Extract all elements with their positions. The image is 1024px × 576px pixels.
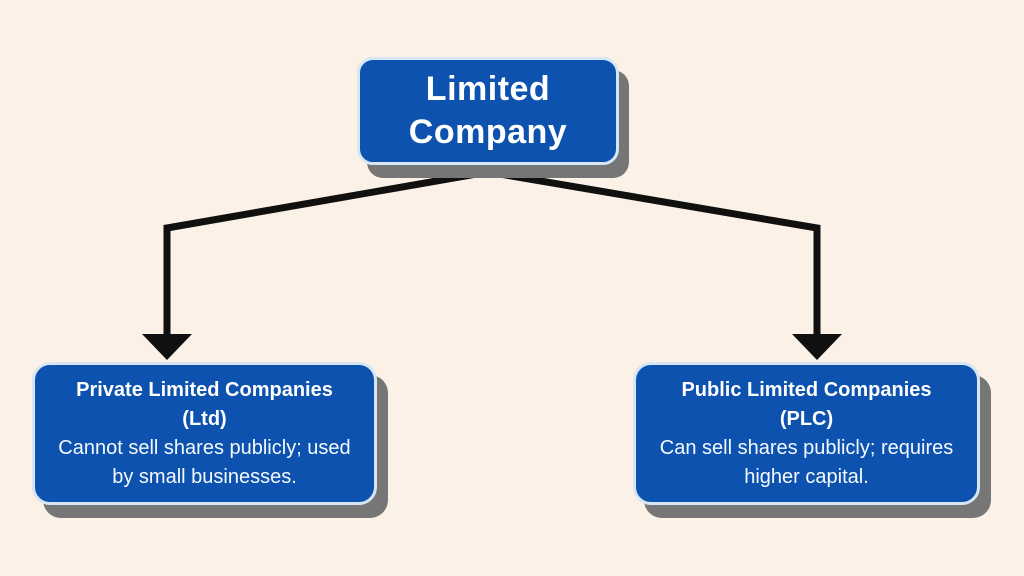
node-public-limited: Public Limited Companies (PLC) Can sell … <box>633 362 980 505</box>
child-node-title: Public Limited Companies <box>681 378 932 401</box>
node-limited-company: Limited Company <box>357 57 619 165</box>
root-node-title: Limited Company <box>408 69 568 151</box>
child-node-title-suffix: (Ltd) <box>182 407 227 430</box>
child-node-description: Can sell shares publicly; requires highe… <box>659 436 954 488</box>
arrowhead-left-icon <box>142 334 192 360</box>
child-node-title: Private Limited Companies <box>76 378 333 401</box>
arrowhead-right-icon <box>792 334 842 360</box>
connector-right-line <box>487 168 821 338</box>
node-private-limited: Private Limited Companies (Ltd) Cannot s… <box>32 362 377 505</box>
connector-left-line <box>163 168 489 338</box>
child-node-title-suffix: (PLC) <box>779 407 834 430</box>
child-node-description: Cannot sell shares publicly; used by sma… <box>58 436 351 488</box>
